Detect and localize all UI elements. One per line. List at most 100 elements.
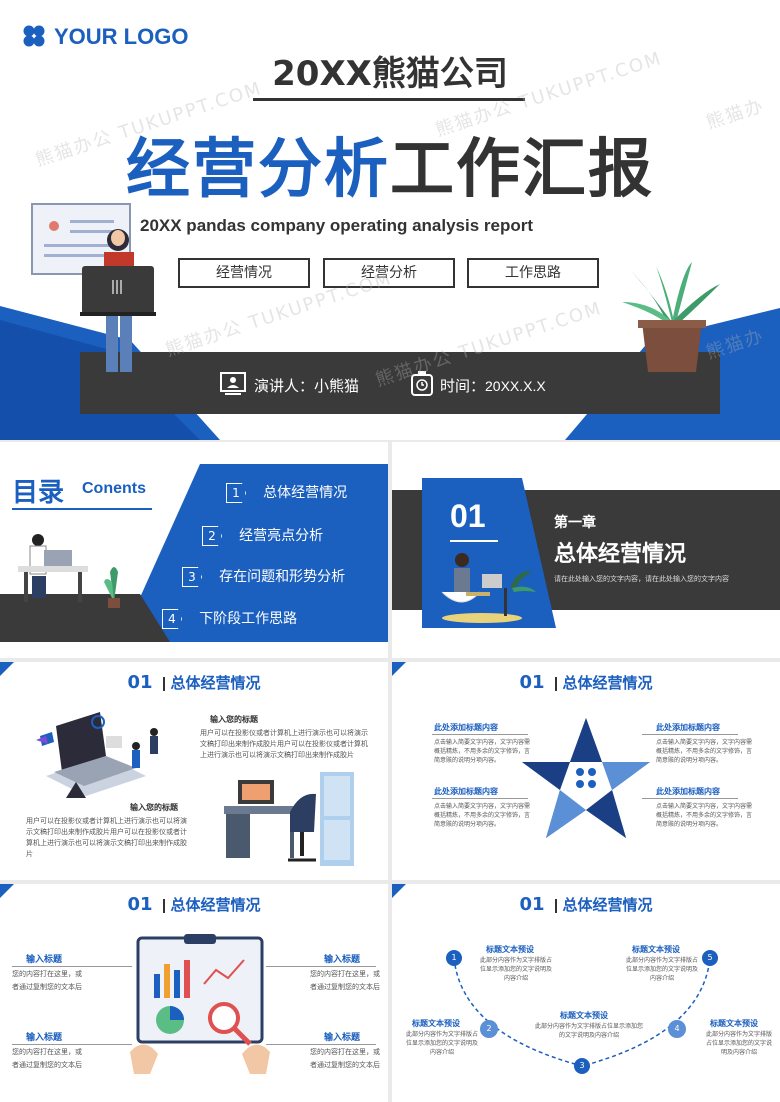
slide-heading-title: 总体经营情况 [170,674,261,692]
speaker-icon [220,372,246,396]
chapter-number: 01 [450,498,486,534]
slide-heading-title: 总体经营情况 [562,674,653,692]
star-item-1-text: 点击输入简要文字内容，文字内容需概括精炼，不用多余的文字修饰，言简意赅的说明分项… [434,739,531,764]
slide-heading-number: 01 [519,894,545,915]
star-item-4-title: 此处添加标题内容 [656,787,720,796]
arc-item-5-text: 此部分内容作为文字排版占位显示添加您的文字说明及内容介绍 [626,957,699,982]
data-board-illustration [130,934,270,1074]
heading-divider [554,898,557,913]
star-item-2-title: 此处添加标题内容 [656,723,720,732]
toc-item-label: 总体经营情况 [263,485,348,501]
star-item-3-title: 此处添加标题内容 [434,787,498,796]
arc-node-1: 1 [446,950,462,966]
toc-slide: 目录 Conents 1 总体经营情况 2 经营亮点分析 3 存在问题和形势分析… [0,442,388,658]
subtitle-en: 20XX pandas company operating analysis r… [140,216,534,235]
star-item-2-text: 点击输入简要文字内容，文字内容需概括精炼，不用多余的文字修饰，言简意赅的说明分项… [656,739,753,764]
star-item-3-text: 点击输入简要文字内容，文字内容需概括精炼，不用多余的文字修饰，言简意赅的说明分项… [434,803,531,828]
arc-item-2-title: 标题文本预设 [412,1019,460,1028]
tag-operation-status: 经营情况 [178,258,310,288]
board-item-4-text: 您的内容打在这里，或者通过复制您的文本后 [310,1048,380,1069]
chapter-title: 总体经营情况 [554,542,687,567]
toc-item-1[interactable]: 1 总体经营情况 [226,482,347,503]
time-text: 时间：20XX.X.X [440,375,546,396]
toc-item-label: 下阶段工作思路 [199,611,298,627]
slide-heading-number: 01 [127,672,153,693]
leader-line [432,734,528,735]
leader-line [12,1044,132,1045]
toc-title: 目录 [12,478,65,508]
clock-icon [410,371,434,397]
board-item-2-text: 您的内容打在这里，或者通过复制您的文本后 [12,1048,82,1069]
reading-woman-illustration [441,553,536,623]
block2-title: 输入您的标题 [130,803,178,812]
speaker-text: 演讲人：小熊猫 [254,377,360,395]
board-item-1-title: 输入标题 [26,955,63,965]
time-label: 时间： [440,377,486,395]
toc-background [0,464,388,642]
arc-item-4-text: 此部分内容作为文字排版占位显示添加您的文字说明及内容介绍 [705,1031,772,1056]
main-title-dark: 工作汇报 [390,133,654,207]
corner-triangle [0,662,14,676]
toc-item-label: 存在问题和形势分析 [219,569,346,585]
heading-divider [162,676,165,691]
chapter-slide: 01 第一章 总体经营情况 请在此处输入您的文字内容，请在此处输入您的文字内容 [392,442,780,658]
company-name: 20XX熊猫公司 [272,54,508,94]
arc-item-1-title: 标题文本预设 [486,945,534,954]
logo-text: YOUR LOGO [54,24,189,49]
main-title: 经营分析工作汇报 [0,118,780,210]
cover-slide: YOUR LOGO 20XX熊猫公司 经营分析工作汇报 20XX pandas … [0,0,780,440]
leader-line [12,966,132,967]
star-diagram [522,718,650,838]
laptop-team-illustration [36,712,158,798]
toc-item-number: 3 [182,567,202,587]
board-item-2-title: 输入标题 [26,1033,63,1043]
toc-item-3[interactable]: 3 存在问题和形势分析 [182,566,345,587]
block1-title: 输入您的标题 [210,715,258,724]
block2-text: 用户可以在投影仪或者计算机上进行演示也可以将演示文稿打印出来制作成胶片用户可以在… [26,817,187,858]
office-desk-illustration [224,772,354,866]
arc-node-5: 5 [702,950,718,966]
toc-title-en: Conents [82,480,146,497]
leader-line [432,798,528,799]
slide-heading-number: 01 [519,672,545,693]
content-slide-star: 01 总体经营情况 此处添加标题内容 点击输入简要文字内容，文字内容需概括精炼，不… [392,662,780,880]
toc-item-number: 2 [202,526,222,546]
board-item-3-text: 您的内容打在这里，或者通过复制您的文本后 [310,970,380,991]
toc-item-number: 4 [162,609,182,629]
corner-triangle [0,884,14,898]
main-title-blue: 经营分析 [126,133,390,207]
arc-item-3-text: 此部分内容作为文字排版占位显示添加您的文字说明及内容介绍 [534,1023,643,1039]
block1-text: 用户可以在投影仪或者计算机上进行演示也可以将演示文稿打印出来制作成胶片用户可以在… [200,729,368,759]
arc-item-3-title: 标题文本预设 [560,1011,608,1020]
toc-item-label: 经营亮点分析 [239,528,324,544]
chapter-label: 第一章 [554,515,596,531]
arc-node-4: 4 [668,1020,686,1038]
presenter-illustration [31,203,156,372]
leader-line [642,734,738,735]
logo-clover-icon [22,24,46,48]
leader-line [642,798,738,799]
arc-item-1-text: 此部分内容作为文字排版占位显示添加您的文字说明及内容介绍 [480,957,553,982]
arc-node-2: 2 [480,1020,498,1038]
arc-node-3: 3 [574,1058,590,1074]
slide-heading-title: 总体经营情况 [170,896,261,914]
board-item-3-title: 输入标题 [324,955,361,965]
tag-operation-analysis: 经营分析 [323,258,455,288]
board-item-1-text: 您的内容打在这里，或者通过复制您的文本后 [12,970,82,991]
board-item-4-title: 输入标题 [324,1033,361,1043]
toc-item-4[interactable]: 4 下阶段工作思路 [162,608,297,629]
toc-item-number: 1 [226,483,246,503]
leader-line [266,1044,376,1045]
toc-item-2[interactable]: 2 经营亮点分析 [202,525,323,546]
corner-triangle [392,662,406,676]
heading-divider [162,898,165,913]
star-item-1-title: 此处添加标题内容 [434,723,498,732]
desk-worker-illustration [18,534,120,608]
arc-item-5-title: 标题文本预设 [632,945,680,954]
chapter-number-underline [450,540,498,542]
corner-triangle [392,884,406,898]
